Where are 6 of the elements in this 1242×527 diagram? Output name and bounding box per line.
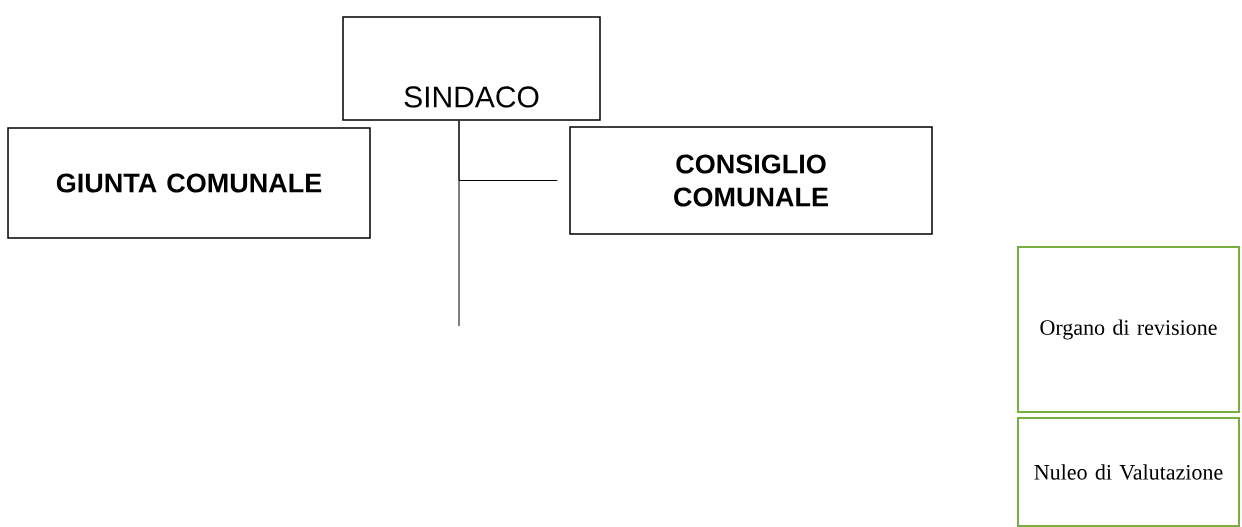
side-box: Organo di revisione bbox=[1017, 246, 1240, 413]
org-box: CONSIGLIO COMUNALE bbox=[569, 126, 933, 235]
org-box: GIUNTA COMUNALE bbox=[7, 127, 371, 239]
title-box: SINDACO bbox=[342, 16, 601, 121]
connector-line bbox=[458, 120, 460, 327]
side-box: Nuleo di Valutazione bbox=[1017, 417, 1240, 527]
